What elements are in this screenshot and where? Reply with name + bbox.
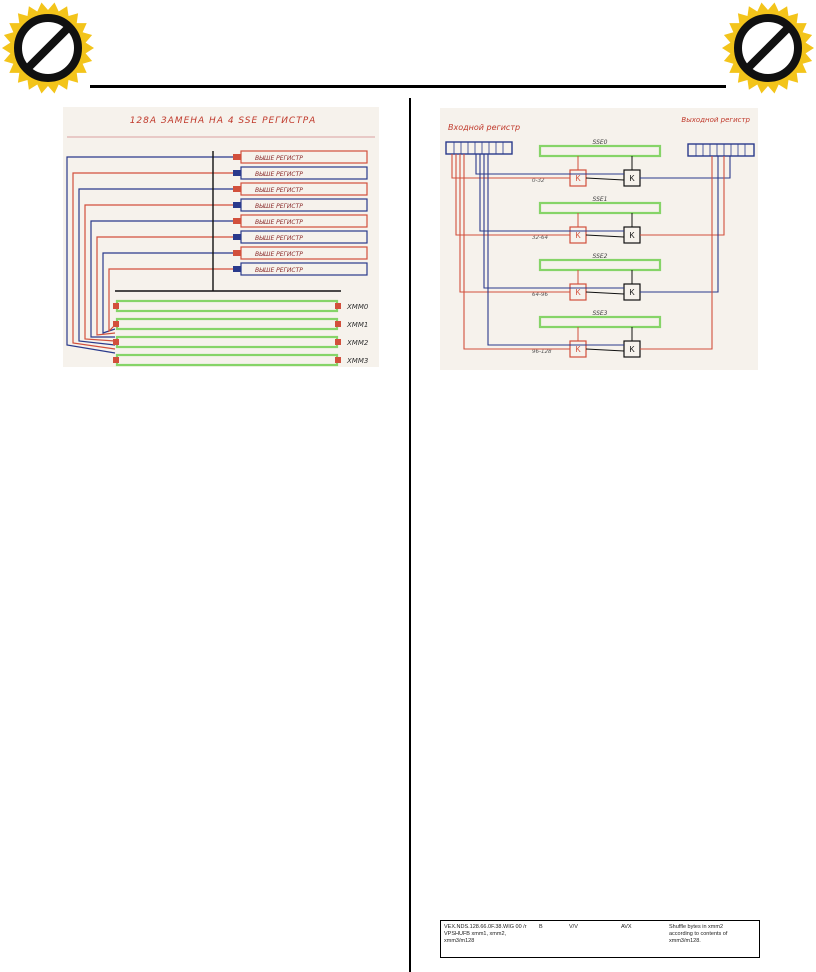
row-label: ВЫШЕ РЕГИСТР [255,219,303,226]
row-label: ВЫШЕ РЕГИСТР [255,171,303,178]
sse-bar [538,258,662,272]
row-marker [233,202,241,208]
wire [585,234,625,238]
register-label: XMM2 [346,339,369,347]
wire [463,154,570,350]
block-letter: K [629,174,635,183]
wire [640,156,713,350]
register-port [113,303,119,309]
output-register [687,143,755,157]
wire [78,188,233,346]
row-label: ВЫШЕ РЕГИСТР [255,251,303,258]
opcode-cell: VEX.NDS.128.66.0F.38.WIG 00 /r VPSHUFB x… [444,924,536,945]
row-label: ВЫШЕ РЕГИСТР [255,203,303,210]
badge-slash [744,24,792,72]
output-register-label: Выходной регистр [681,116,750,124]
sse-bar-label: SSE1 [592,196,607,203]
row-marker [233,186,241,192]
sse-bar-label: SSE0 [592,139,607,146]
instruction-table: VEX.NDS.128.66.0F.38.WIG 00 /r VPSHUFB x… [440,920,760,958]
register-port [113,321,119,327]
sse-bar-label: SSE3 [592,310,607,317]
sse-bar [538,315,662,329]
block-letter: K [629,288,635,297]
register-label: XMM1 [346,321,368,329]
wire [108,268,233,333]
wire [640,156,719,293]
description-line: Shuffle bytes in xmm2 [669,924,724,930]
wire [455,154,570,236]
wire [487,154,624,346]
register-port [335,339,341,345]
row-marker [233,218,241,224]
sse-bar-label: SSE2 [592,253,607,260]
wire [640,156,731,179]
register-port [335,303,341,309]
opcode-line: VPSHUFB xmm1, xmm2, [444,931,507,937]
wire [585,348,625,352]
input-range-label: 0-32 [532,178,545,184]
mode-cell: V/V [569,924,578,930]
wire [84,204,233,342]
row-marker [233,154,241,160]
wire [451,154,570,179]
wire [475,154,624,175]
description-line: xmm3/m128. [669,938,701,944]
row-label: ВЫШЕ РЕГИСТР [255,187,303,194]
block-letter: K [629,231,635,240]
register-port [113,357,119,363]
block-letter: K [629,345,635,354]
no-sign-icon [2,2,94,94]
input-range-label: 64-96 [532,292,548,298]
block-letter: K [575,345,581,354]
wire [483,154,624,289]
badge-slash [24,24,72,72]
header-rule [90,85,726,88]
input-range-label: 96-128 [532,349,552,355]
register-port [335,321,341,327]
block-letter: K [575,174,581,183]
opcode-line: xmm3/m128 [444,938,475,944]
wire [640,156,725,236]
input-range-label: 32-64 [532,235,548,241]
register-label: XMM3 [346,357,368,365]
sse-bar [538,144,662,158]
register-port [113,339,119,345]
row-marker [233,170,241,176]
wire [66,156,233,354]
block-letter: K [575,288,581,297]
op-en-cell: B [539,924,543,930]
row-marker [233,250,241,256]
row-label: ВЫШЕ РЕГИСТР [255,155,303,162]
left-figure-title: 128A ЗАМЕНА НА 4 SSE РЕГИСТРА [130,116,317,126]
wire [459,154,570,293]
row-marker [233,266,241,272]
register-port [335,357,341,363]
wire [585,291,625,295]
no-sign-icon [722,2,814,94]
opcode-line: VEX.NDS.128.66.0F.38.WIG 00 /r [444,924,527,930]
cpuid-cell: AVX [621,924,632,930]
block-letter: K [575,231,581,240]
left-register-diagram: 128A ЗАМЕНА НА 4 SSE РЕГИСТРА ВЫШЕ РЕГИС… [63,107,379,367]
row-marker [233,234,241,240]
column-divider [409,98,411,972]
sse-bar [538,201,662,215]
input-register-label: Входной регистр [448,123,520,132]
wire [72,172,233,350]
input-register [445,141,513,155]
row-label: ВЫШЕ РЕГИСТР [255,235,303,242]
description-cell: Shuffle bytes in xmm2 according to conte… [669,924,757,945]
register-label: XMM0 [346,303,369,311]
wire [479,154,624,232]
wire [90,220,233,338]
wire [585,177,625,181]
wire [96,236,233,336]
description-line: according to contents of [669,931,728,937]
row-label: ВЫШЕ РЕГИСТР [255,267,303,274]
